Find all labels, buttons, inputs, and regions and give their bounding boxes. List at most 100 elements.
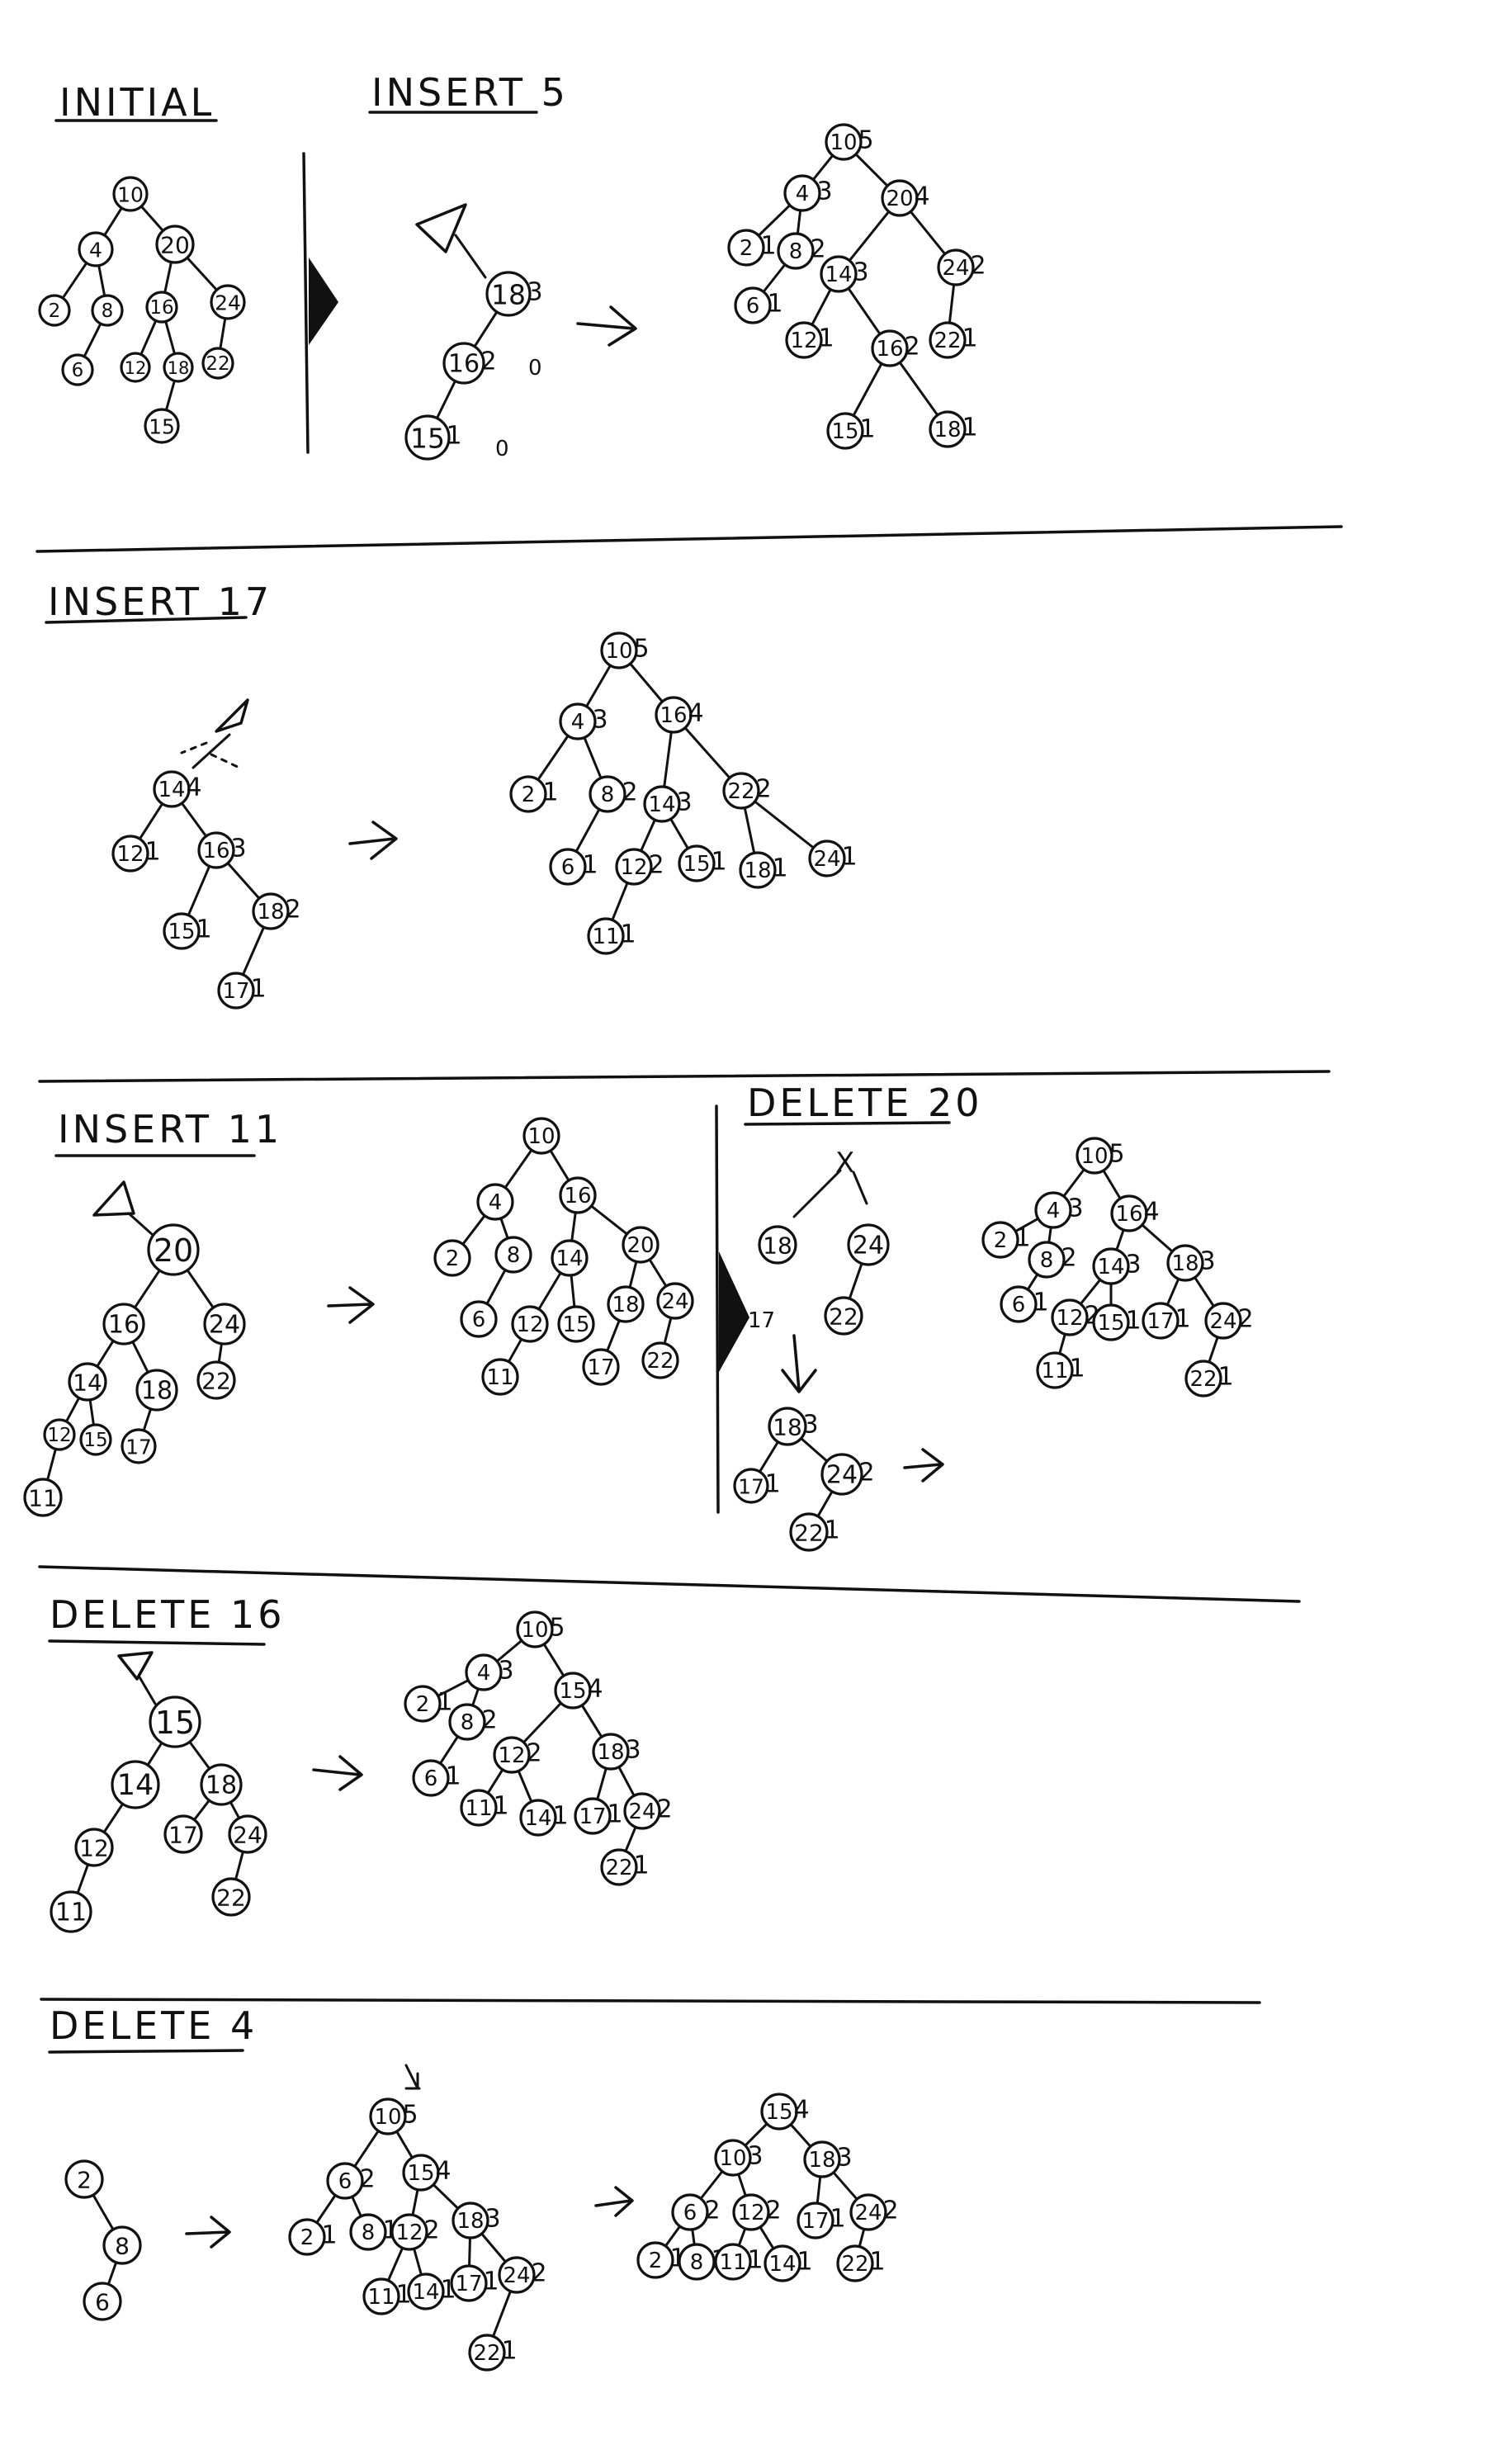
node-label: 14 (117, 1769, 154, 1802)
edge-j16-j18 (1141, 1223, 1174, 1253)
tree-node-12: 12 (511, 1305, 549, 1343)
node-label: 10 (117, 183, 144, 207)
node-height-label: 1 (483, 2268, 499, 2296)
tree-node-4: 4 (476, 1183, 514, 1221)
node-label: 18 (763, 1232, 792, 1260)
node-label: 2 (994, 1228, 1008, 1253)
node-circle (369, 2097, 407, 2135)
node-label: 15 (831, 419, 858, 444)
node-circle (554, 1672, 592, 1710)
edge-d14-d12 (138, 802, 164, 840)
node-label: 22 (605, 1856, 632, 1880)
node-label: 17 (801, 2209, 829, 2234)
edges-layer (46, 153, 1219, 2338)
node-circle (498, 2256, 536, 2294)
node-label: 6 (746, 294, 760, 319)
node-label: 6 (95, 2289, 110, 2316)
subtree-pointers (92, 203, 487, 2090)
node-label: 10 (521, 1618, 548, 1643)
node-label: 11 (486, 1365, 513, 1390)
node-height-label: 5 (549, 1614, 565, 1643)
edge-j14-j12 (1079, 1278, 1102, 1306)
node-label: 24 (1209, 1309, 1236, 1334)
node-label: 14 (648, 792, 675, 817)
separator-triangle-2 (719, 1251, 749, 1372)
tree-delete4-result: 154103183621221712422181111141221 (636, 2093, 899, 2282)
node-label: 22 (829, 1303, 858, 1331)
edge-a4-a2 (61, 262, 88, 300)
node-circle (468, 2334, 506, 2372)
edge-a8-a6 (83, 322, 102, 358)
node-circle (407, 2272, 445, 2310)
node-height-label: 3 (802, 1411, 818, 1440)
edge-g18-g17 (606, 1319, 621, 1352)
edge-g20-g18 (628, 1260, 638, 1289)
node-circle (655, 696, 693, 734)
node-circle (465, 1653, 503, 1691)
edge-l8-l6 (438, 1735, 460, 1765)
node-label: 11 (592, 925, 619, 949)
vertical-separators (302, 152, 749, 1514)
node-label: 20 (154, 1232, 193, 1269)
edge-g16-g14 (570, 1211, 577, 1242)
edge-e4-e8 (583, 735, 603, 780)
node-label: 6 (338, 2169, 352, 2194)
node-label: 17 (579, 1804, 606, 1829)
node-circle (1051, 1298, 1089, 1336)
node-circle (485, 271, 532, 317)
node-label: 2 (416, 1692, 430, 1717)
edge-j18-j17 (1165, 1277, 1180, 1307)
node-height-label: 1 (869, 2248, 885, 2277)
node-circle (64, 2159, 104, 2199)
tree-node-18: 18 (135, 1369, 178, 1412)
node-label: 6 (472, 1308, 486, 1332)
node-label: 15 (149, 415, 175, 439)
node-circle (288, 2218, 326, 2256)
edge-n6-n2 (315, 2193, 337, 2225)
edge-g4-g2 (461, 1214, 486, 1246)
edge-b18-b16 (473, 310, 499, 348)
node-label: 10 (374, 2105, 401, 2130)
node-circle (102, 2225, 142, 2265)
node-circle (1142, 1302, 1180, 1340)
node-label: 24 (661, 1289, 688, 1314)
node-label: 24 (853, 1232, 884, 1260)
node-label: 15 (83, 1430, 107, 1451)
tree-delete20-before: 18 24 22 (758, 1223, 890, 1336)
node-circle (153, 770, 191, 808)
tree-node-15: 15 (149, 1695, 201, 1748)
node-height-label: 3 (747, 2142, 763, 2171)
node-height-label: 3 (836, 2144, 852, 2173)
node-circle (460, 1789, 498, 1827)
edge-g4-g8 (499, 1217, 509, 1240)
edge-o18-o24 (832, 2171, 858, 2201)
node-label: 18 (206, 1771, 237, 1800)
node-label: 8 (1040, 1248, 1054, 1273)
edge-o10-o12 (737, 2173, 747, 2197)
node-height-label: 1 (250, 975, 266, 1004)
node-circle (102, 1303, 145, 1346)
node-height-label: 1 (1033, 1289, 1048, 1317)
node-circle (135, 1369, 178, 1412)
node-height-label: 2 (622, 778, 637, 807)
node-circle (412, 1759, 450, 1797)
